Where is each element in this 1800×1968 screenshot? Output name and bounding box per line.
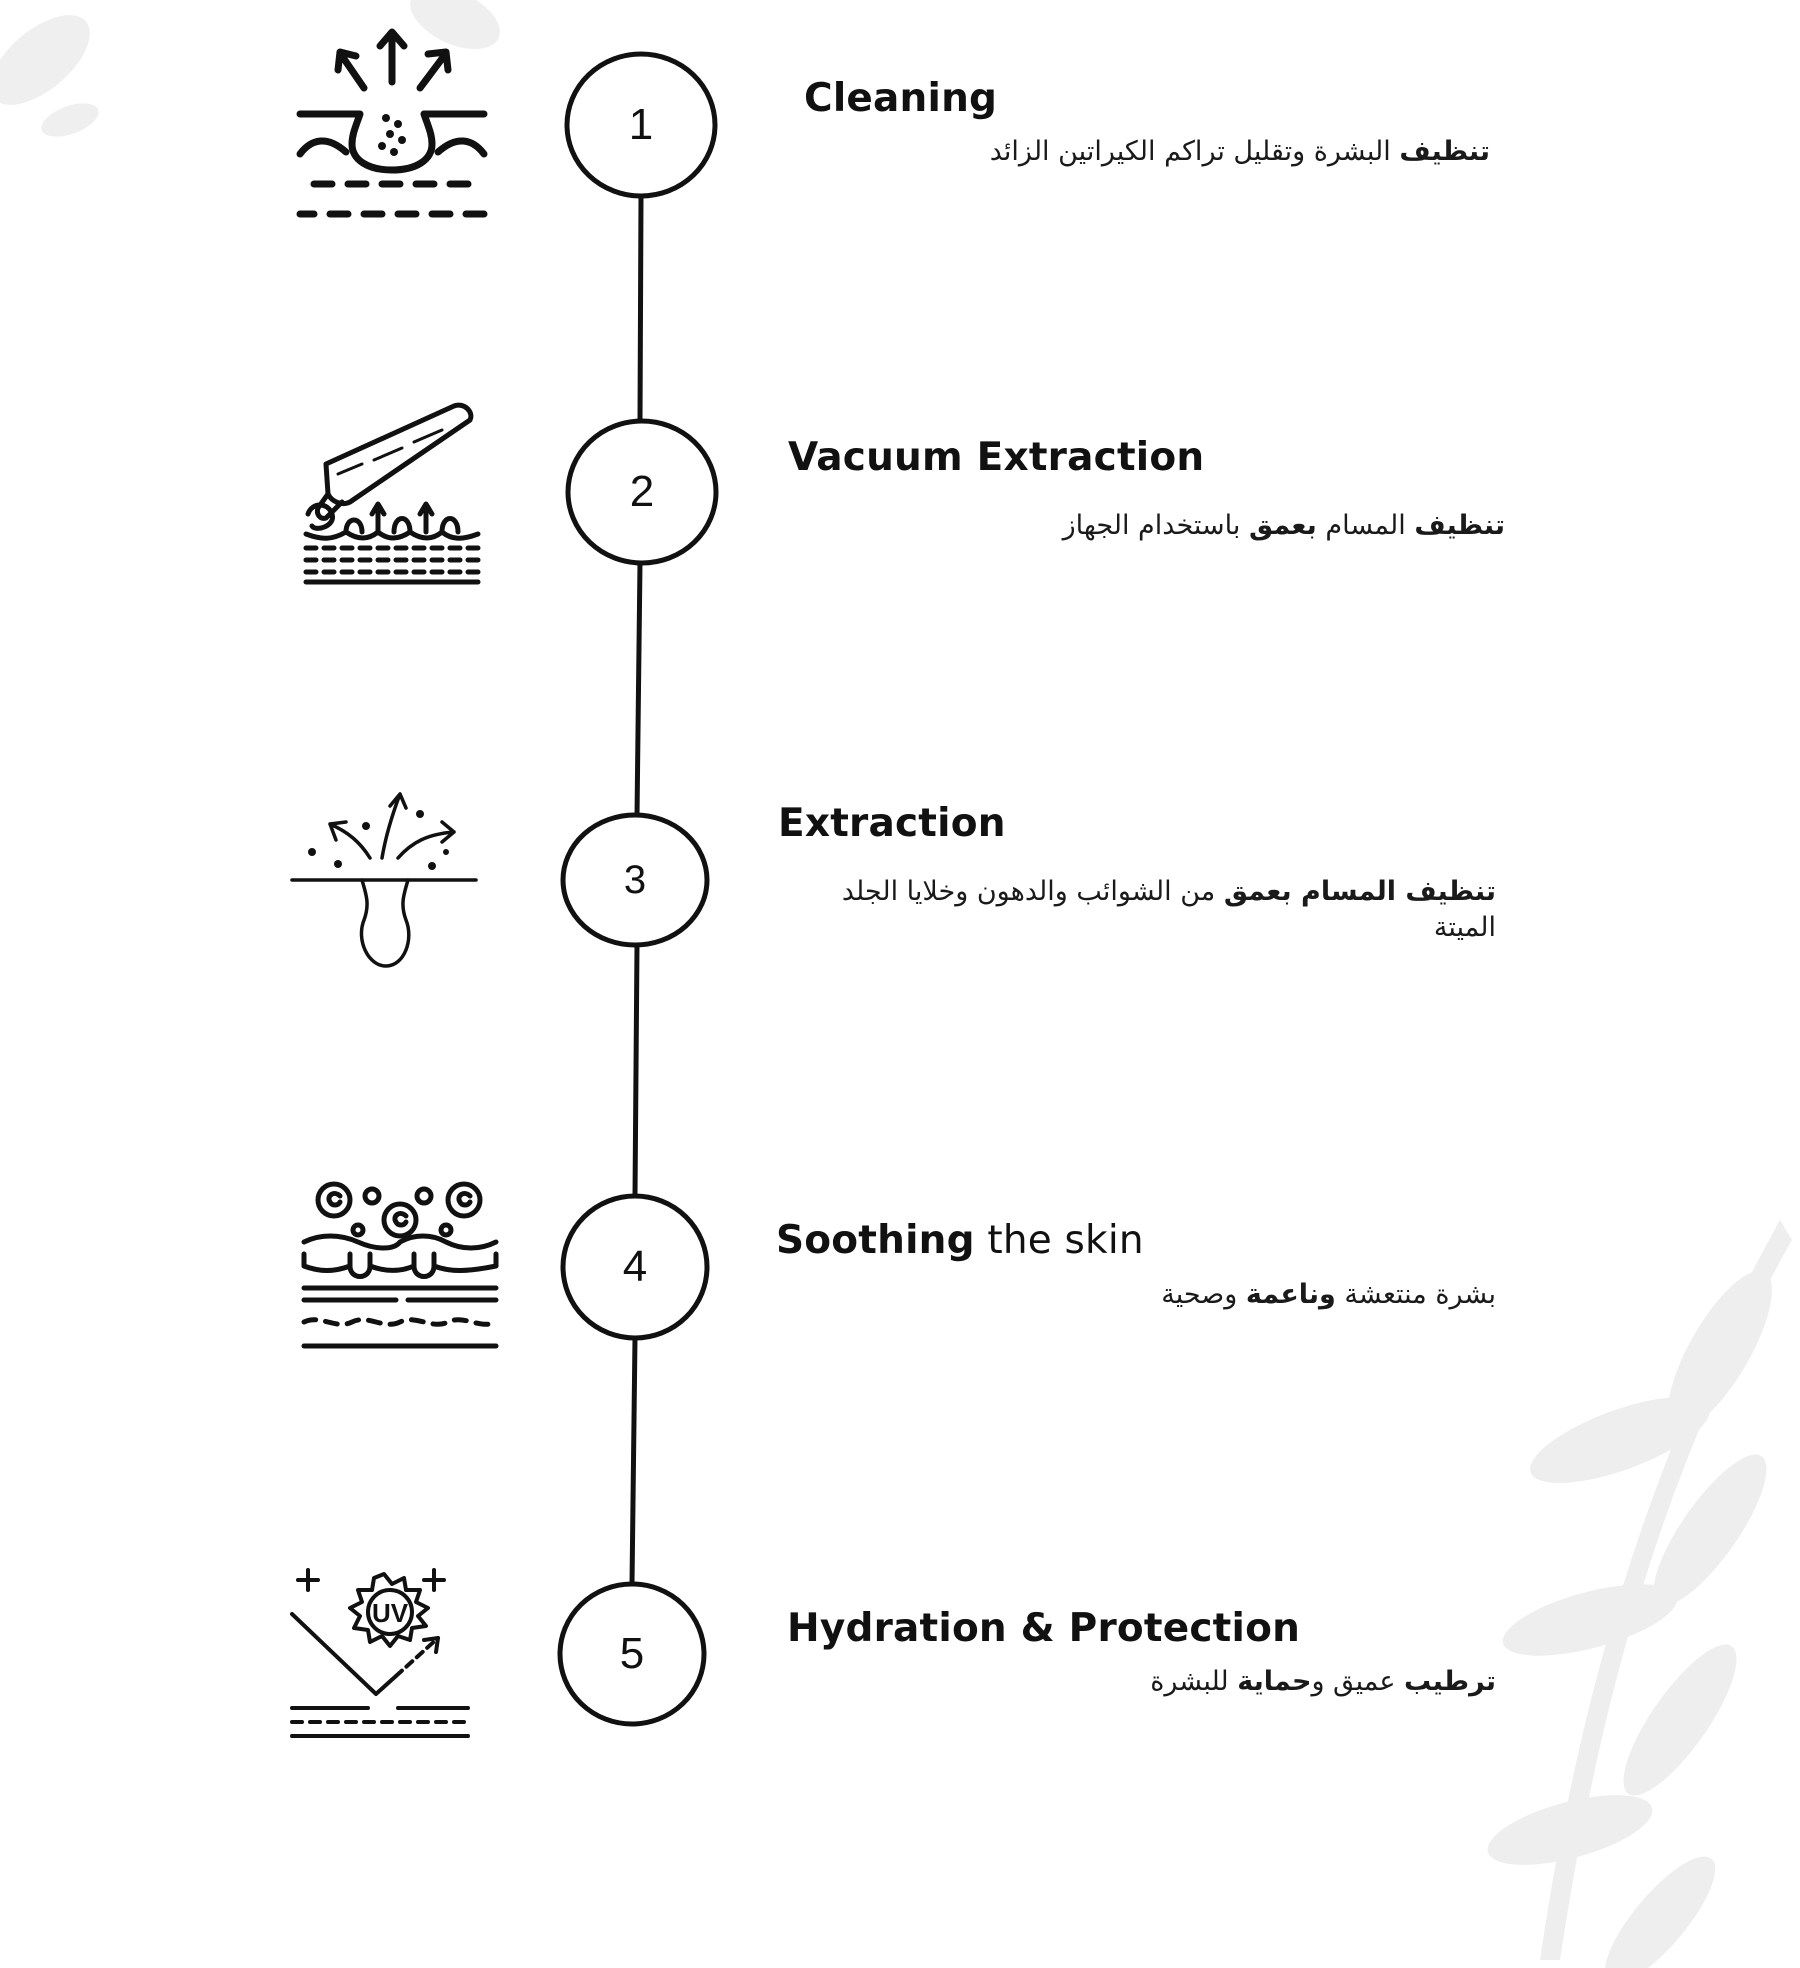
uv-protection-icon: UV — [290, 1568, 470, 1738]
desc-part: عميق و — [1311, 1666, 1405, 1697]
step-title-soothing: Soothing the skin — [776, 1218, 1144, 1263]
connector-line-2-3 — [634, 560, 643, 819]
desc-part: تنظيف المسام بعمق — [1223, 876, 1496, 907]
desc-part: حماية — [1237, 1666, 1312, 1697]
connector-line-1-2 — [637, 193, 644, 424]
desc-part: من الشوائب والدهون وخلايا الجلد الميتة — [841, 876, 1496, 943]
desc-part: وناعمة — [1245, 1279, 1336, 1310]
skin-layers-soothing-icon — [301, 1181, 499, 1349]
desc-part: بعمق — [1248, 510, 1317, 541]
desc-part: المسام — [1316, 510, 1415, 541]
step-desc-4: بشرة منتعشة وناعمة وصحية — [1100, 1277, 1496, 1313]
step-desc-5: ترطيب عميق وحماية للبشرة — [1100, 1664, 1496, 1700]
step-circle-1 — [564, 51, 718, 199]
step-circle-4 — [560, 1193, 710, 1341]
step-title-hydration-protection: Hydration & Protection — [787, 1606, 1301, 1651]
desc-part: ترطيب — [1404, 1666, 1496, 1697]
step-desc-3: تنظيف المسام بعمق من الشوائب والدهون وخل… — [780, 874, 1496, 946]
pore-extraction-icon — [290, 792, 478, 968]
step-circle-3 — [560, 812, 710, 948]
step-number: 3 — [623, 857, 647, 902]
uv-label: UV — [372, 1598, 409, 1628]
step-number: 4 — [622, 1242, 648, 1291]
step-title-extraction: Extraction — [778, 801, 1006, 846]
desc-part: البشرة وتقليل تراكم الكيراتين الزائد — [989, 136, 1400, 167]
pore-cleaning-icon — [296, 28, 488, 218]
connector-line-3-4 — [632, 942, 640, 1199]
desc-part: تنظيف — [1399, 136, 1490, 167]
desc-part: بشرة منتعشة — [1335, 1279, 1496, 1310]
step-number: 1 — [628, 100, 654, 149]
step-title-vacuum-extraction: Vacuum Extraction — [788, 435, 1205, 480]
step-circle-5 — [557, 1581, 707, 1727]
desc-part: للبشرة — [1150, 1666, 1238, 1697]
step-circle-2 — [565, 418, 719, 566]
step-number: 2 — [629, 467, 655, 516]
vacuum-extraction-icon — [303, 402, 481, 585]
connector-line-4-5 — [629, 1335, 638, 1587]
step-desc-1: تنظيف البشرة وتقليل تراكم الكيراتين الزا… — [980, 134, 1490, 170]
step-title-soothing-rest: the skin — [974, 1218, 1144, 1263]
step-title-cleaning: Cleaning — [804, 76, 998, 121]
desc-part: وصحية — [1161, 1279, 1246, 1310]
step-desc-2: تنظيف المسام بعمق باستخدام الجهاز — [990, 508, 1505, 544]
step-number: 5 — [619, 1629, 645, 1678]
desc-part: باستخدام الجهاز — [1062, 510, 1249, 541]
desc-part: تنظيف — [1414, 510, 1505, 541]
